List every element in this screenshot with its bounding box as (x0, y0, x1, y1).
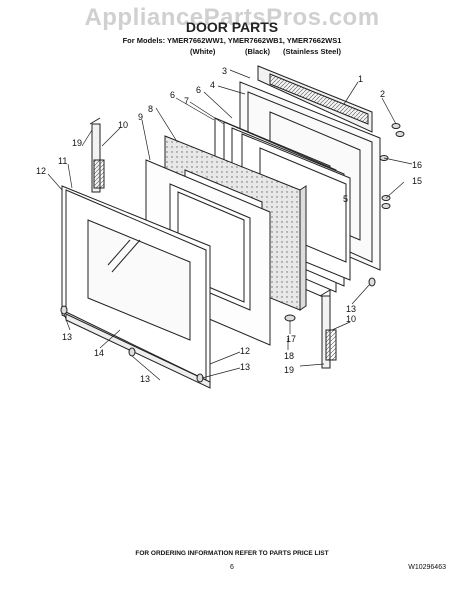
leader-lines (47, 69, 413, 381)
page-number: 6 (230, 564, 234, 571)
callout-19a: 19 (72, 138, 82, 148)
callout-17: 17 (286, 334, 296, 344)
callout-2: 2 (380, 89, 385, 99)
callout-labels: 1 2 3 4 5 6 6 7 8 9 10 10 11 12 12 13 13… (36, 66, 422, 384)
callout-13d: 13 (240, 362, 250, 372)
ordering-note: FOR ORDERING INFORMATION REFER TO PARTS … (135, 550, 329, 557)
callout-12b: 12 (240, 346, 250, 356)
callout-5: 5 (343, 194, 348, 204)
callout-16: 16 (412, 160, 422, 170)
part-1-top-trim (257, 65, 373, 133)
screws (60, 123, 405, 383)
callout-14: 14 (94, 348, 104, 358)
document-id: W10296463 (408, 564, 446, 571)
callout-13b: 13 (62, 332, 72, 342)
callout-12a: 12 (36, 166, 46, 176)
callout-6a: 6 (196, 85, 201, 95)
callout-4: 4 (210, 80, 215, 90)
callout-1: 1 (358, 74, 363, 84)
callout-10b: 10 (346, 314, 356, 324)
page-title: DOOR PARTS (185, 19, 279, 35)
callout-9: 9 (138, 112, 143, 122)
part-14-bottom-trim (65, 313, 211, 389)
finish-stainless: (Stainless Steel) (283, 47, 341, 56)
finish-black: (Black) (245, 47, 271, 56)
callout-11: 11 (58, 156, 67, 166)
callout-15: 15 (412, 176, 422, 186)
callout-13c: 13 (140, 374, 150, 384)
callout-7: 7 (184, 96, 189, 106)
finish-white: (White) (190, 47, 216, 56)
watermark: AppliancePartsPros.com (84, 4, 380, 31)
callout-6b: 6 (170, 90, 175, 100)
callout-13a: 13 (346, 304, 356, 314)
part-14-outer-door (61, 185, 211, 386)
callout-18: 18 (284, 351, 294, 361)
part-10-hinge-left (89, 117, 105, 193)
callout-10a: 10 (118, 120, 128, 130)
part-10-hinge-right (319, 289, 337, 369)
callout-19b: 19 (284, 365, 294, 375)
models-line: For Models: YMER7662WW1, YMER7662WB1, YM… (122, 36, 342, 45)
callout-8: 8 (148, 104, 153, 114)
callout-3: 3 (222, 66, 227, 76)
